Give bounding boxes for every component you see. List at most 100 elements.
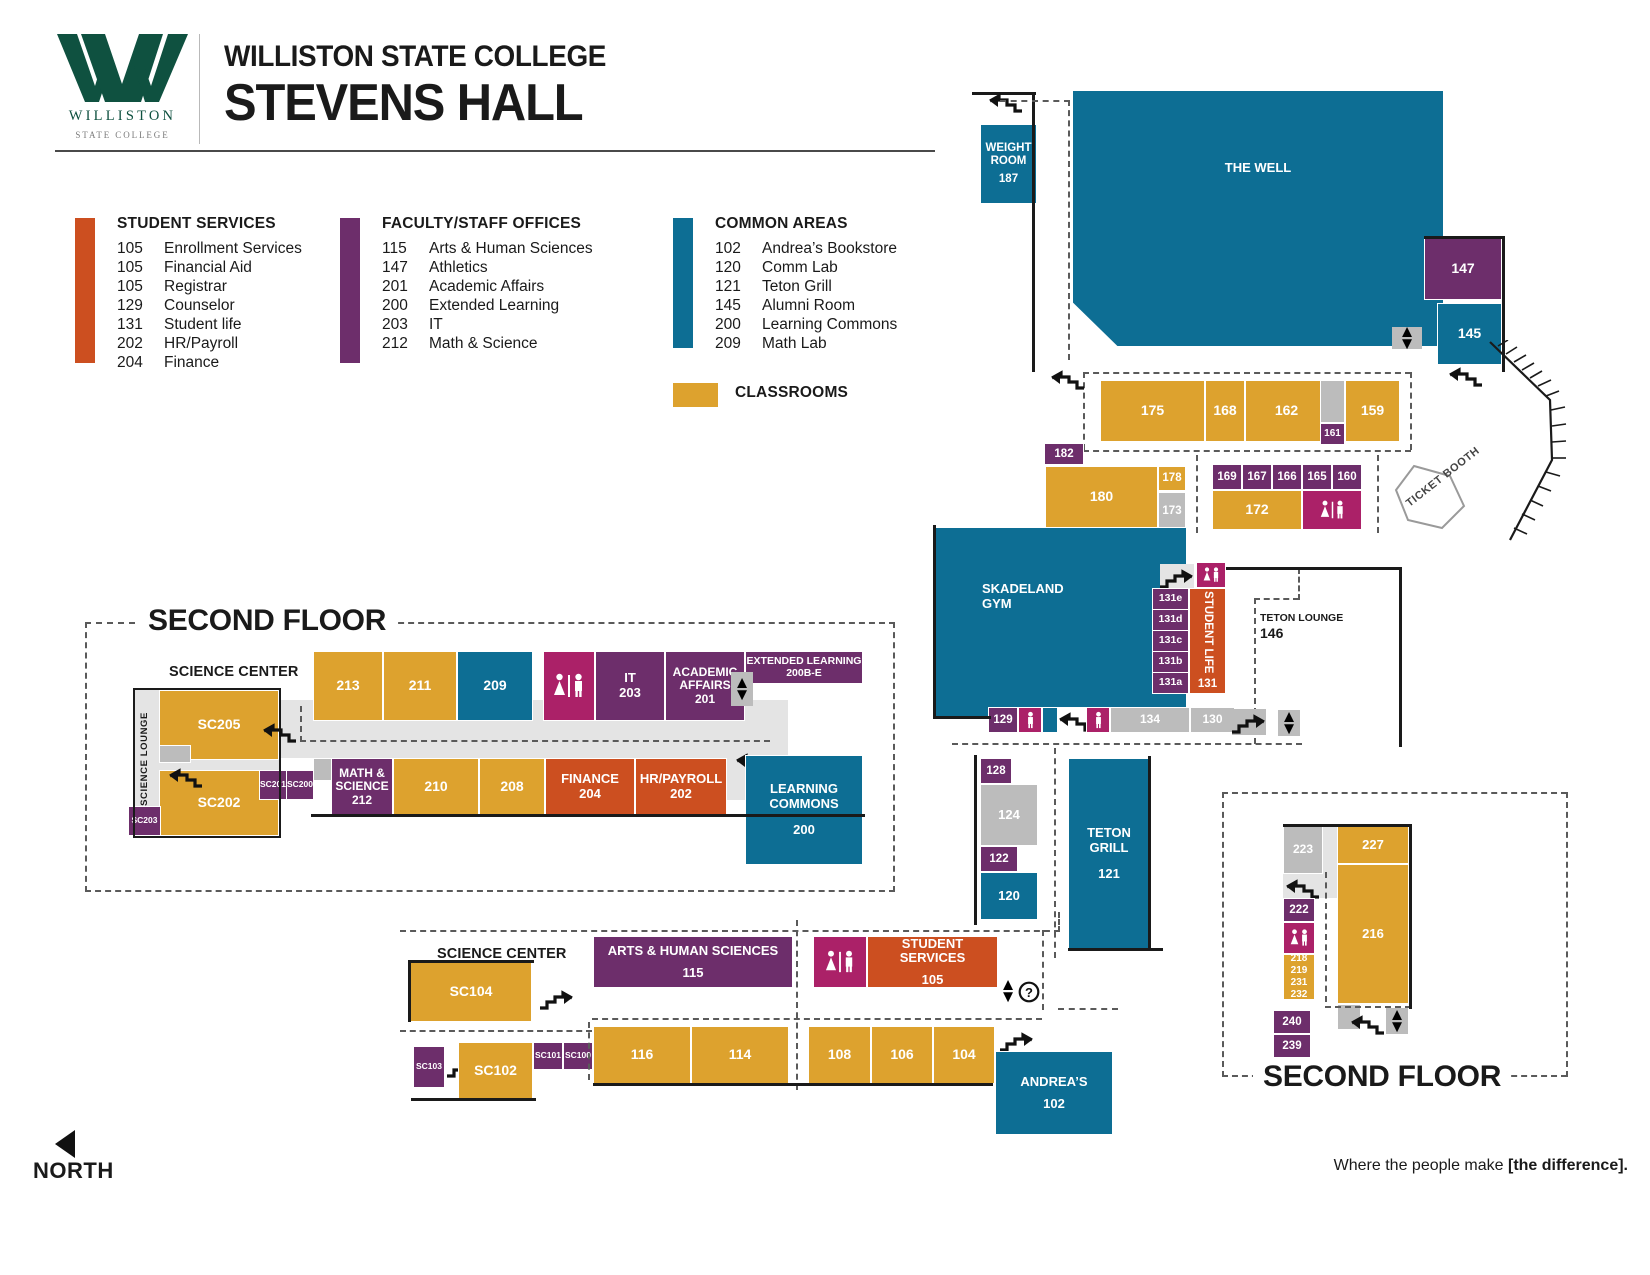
room-175[interactable]: 175 xyxy=(1100,380,1205,442)
room-172[interactable]: 172 xyxy=(1212,490,1302,530)
stairs-up-icon xyxy=(1000,1032,1033,1052)
room-134[interactable]: 134 xyxy=(1110,707,1190,733)
room-131c[interactable]: 131c xyxy=(1152,630,1189,652)
room-sc103[interactable]: SC103 xyxy=(413,1046,445,1088)
footer-tagline: Where the people make [the difference]. xyxy=(1334,1157,1628,1175)
room-240[interactable]: 240 xyxy=(1273,1010,1311,1034)
room-147-athletics[interactable]: 147 xyxy=(1424,238,1502,300)
room-124[interactable]: 124 xyxy=(980,784,1038,846)
rooms-218-219-231-232[interactable]: 218 219 231 232 xyxy=(1283,954,1315,1000)
elevator-icon-1f-south[interactable]: ▲▼ xyxy=(999,974,1017,1006)
room-sc201[interactable]: SC201 xyxy=(259,770,287,800)
room-161[interactable]: 161 xyxy=(1320,423,1345,445)
room-student-life-131[interactable]: STUDENT LIFE 131 xyxy=(1189,588,1226,694)
room-131e[interactable]: 131e xyxy=(1152,588,1189,610)
room-122[interactable]: 122 xyxy=(980,846,1018,872)
restroom-1f-129[interactable] xyxy=(1018,707,1042,733)
restroom-1f-gym[interactable] xyxy=(1196,562,1226,588)
room-128[interactable]: 128 xyxy=(980,758,1012,784)
information-icon[interactable]: ? xyxy=(1018,981,1040,1003)
room-167[interactable]: 167 xyxy=(1242,464,1272,490)
teton-lounge-label: TETON LOUNGE 146 xyxy=(1260,612,1344,642)
restroom-2f[interactable] xyxy=(543,651,595,721)
room-160[interactable]: 160 xyxy=(1332,464,1362,490)
elevator-icon-2f-left[interactable]: ▲▼ xyxy=(731,672,753,706)
room-213[interactable]: 213 xyxy=(313,651,383,721)
wing-2f-bottom-edge xyxy=(311,649,865,817)
room-106[interactable]: 106 xyxy=(871,1026,933,1084)
room-114[interactable]: 114 xyxy=(691,1026,789,1084)
room-131d[interactable]: 131d xyxy=(1152,609,1189,631)
legend-swatch-student-services xyxy=(75,218,95,363)
room-210[interactable]: 210 xyxy=(393,758,479,816)
room-sc200[interactable]: SC200 xyxy=(286,770,314,800)
room-120-comm-lab[interactable]: 120 xyxy=(980,872,1038,920)
page-header: WILLISTON STATE COLLEGE WILLISTON STATE … xyxy=(0,0,1650,160)
room-169[interactable]: 169 xyxy=(1212,464,1242,490)
restroom-icon xyxy=(1320,499,1345,521)
legend-swatch-faculty-staff xyxy=(340,218,360,363)
room-sc101[interactable]: SC101 xyxy=(533,1042,563,1070)
room-166[interactable]: 166 xyxy=(1272,464,1302,490)
room-131b[interactable]: 131b xyxy=(1152,651,1189,673)
room-sc102[interactable]: SC102 xyxy=(458,1042,533,1100)
room-108[interactable]: 108 xyxy=(808,1026,871,1084)
room-145-alumni[interactable]: 145 xyxy=(1437,303,1502,365)
room-222[interactable]: 222 xyxy=(1283,898,1315,922)
room-216[interactable]: 216 xyxy=(1337,864,1409,1004)
restroom-1f-corridor[interactable] xyxy=(1086,707,1110,733)
restroom-1f-south[interactable] xyxy=(813,936,867,988)
room-211[interactable]: 211 xyxy=(383,651,457,721)
teton-lounge-boundary-v xyxy=(1298,568,1300,600)
room-227[interactable]: 227 xyxy=(1337,826,1409,864)
room-131a[interactable]: 131a xyxy=(1152,672,1189,694)
room-skadeland-gym[interactable]: SKADELAND GYM xyxy=(935,527,1187,717)
legend-room-name: Finance xyxy=(164,354,220,371)
room-sc104[interactable]: SC104 xyxy=(410,962,532,1022)
room-180[interactable]: 180 xyxy=(1045,466,1158,528)
room-165[interactable]: 165 xyxy=(1302,464,1332,490)
second-floor-right-boundary-top xyxy=(1222,792,1567,794)
restroom-icon xyxy=(1203,566,1220,584)
room-168[interactable]: 168 xyxy=(1205,380,1245,442)
room-162[interactable]: 162 xyxy=(1245,380,1328,442)
legend-room-number: 131 xyxy=(117,316,143,333)
elevator-icon-2f-right[interactable]: ▲▼ xyxy=(1386,1006,1408,1035)
room-130[interactable]: 130 xyxy=(1190,707,1235,733)
room-239[interactable]: 239 xyxy=(1273,1034,1311,1058)
legend-room-number: 202 xyxy=(117,335,143,352)
restroom-2f-right[interactable] xyxy=(1283,922,1315,954)
legend-room-number: 121 xyxy=(715,278,741,295)
room-209-math-lab[interactable]: 209 xyxy=(457,651,533,721)
elevator-icon-well[interactable]: ▲▼ xyxy=(1392,323,1422,352)
room-182[interactable]: 182 xyxy=(1044,443,1084,465)
stairs-down-icon xyxy=(263,723,296,743)
room-129-counselor[interactable]: 129 xyxy=(988,707,1018,733)
room-the-well[interactable] xyxy=(1073,91,1443,346)
legend-room-number: 120 xyxy=(715,259,741,276)
room-173[interactable]: 173 xyxy=(1158,492,1186,530)
legend-title-classrooms: CLASSROOMS xyxy=(735,384,849,401)
legend-title-common-areas: COMMON AREAS xyxy=(715,215,848,232)
elevator-icon-1f-corridor[interactable]: ▲▼ xyxy=(1278,708,1300,737)
room-159[interactable]: 159 xyxy=(1345,380,1400,442)
room-104[interactable]: 104 xyxy=(933,1026,995,1084)
restroom-1f-north[interactable] xyxy=(1302,490,1362,530)
room-223[interactable]: 223 xyxy=(1283,826,1323,874)
room-178[interactable]: 178 xyxy=(1158,466,1186,491)
room-116[interactable]: 116 xyxy=(593,1026,691,1084)
